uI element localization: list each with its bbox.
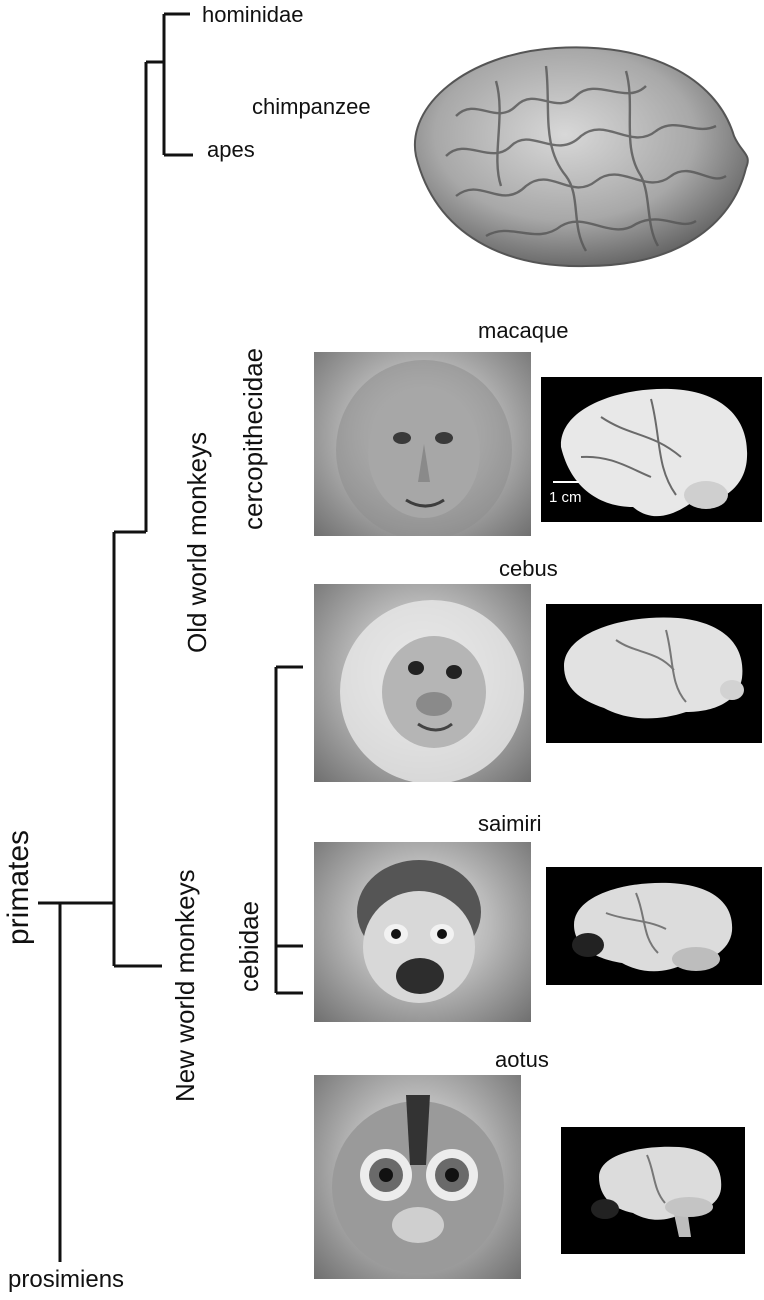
macaque-photo (314, 352, 531, 536)
cercopithecidae-label: cercopithecidae (238, 347, 268, 530)
saimiri-label: saimiri (478, 811, 542, 836)
chimpanzee-brain-image (396, 36, 752, 270)
aotus-photo (314, 1075, 521, 1279)
hominidae-label: hominidae (202, 2, 304, 27)
old-world-label: Old world monkeys (182, 431, 212, 653)
saimiri-photo (314, 842, 531, 1022)
apes-label: apes (207, 137, 255, 162)
new-world-label: New world monkeys (170, 869, 200, 1102)
macaque-brain-image: 1 cm (541, 377, 762, 522)
scale-bar-label: 1 cm (549, 489, 582, 506)
aotus-brain-image (561, 1127, 745, 1254)
chimpanzee-label: chimpanzee (252, 94, 371, 119)
primates-label: primates (2, 829, 35, 945)
aotus-label: aotus (495, 1047, 549, 1072)
saimiri-brain-image (546, 867, 762, 985)
prosimiens-label: prosimiens (8, 1266, 125, 1293)
cebus-brain-image (546, 604, 762, 743)
scale-bar (553, 481, 579, 483)
cebus-photo (314, 584, 531, 782)
cebidae-label: cebidae (234, 900, 264, 992)
macaque-label: macaque (478, 318, 569, 343)
cebus-label: cebus (499, 556, 558, 581)
